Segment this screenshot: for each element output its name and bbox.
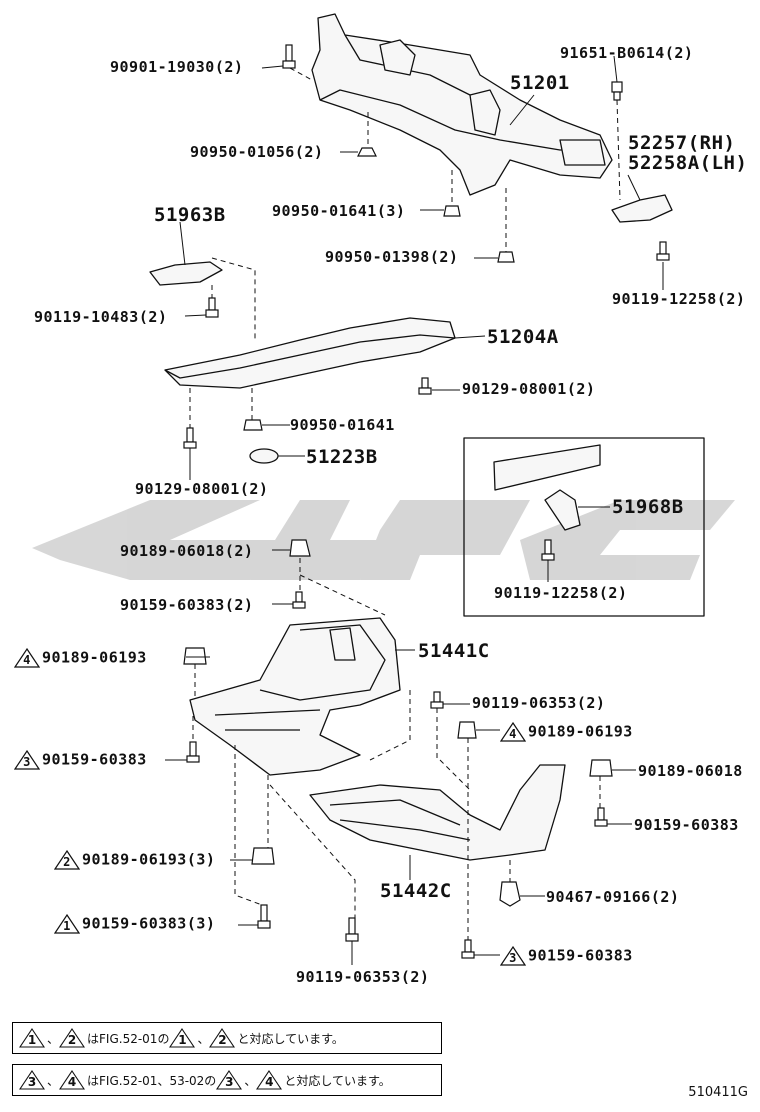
part-label-90950-01641-3: 90950-01641(3)	[272, 202, 406, 220]
part-label-90950-01056: 90950-01056(2)	[190, 143, 324, 161]
part-label-90189-06018-2: 90189-06018(2)	[120, 542, 254, 560]
mark-triangle-icon: 4	[256, 1070, 283, 1090]
part-label-52258a: 52258A(LH)	[628, 152, 748, 174]
mark-triangle-icon: 3	[19, 1070, 45, 1090]
part-label-90159-60383-2: 90159-60383(2)	[120, 596, 254, 614]
part-label-90950-01641: 90950-01641	[290, 416, 395, 434]
part-label-52257: 52257(RH)	[628, 132, 736, 154]
mark-triangle-icon: 1	[169, 1028, 196, 1048]
part-label-90119-12258-inset: 90119-12258(2)	[494, 584, 628, 602]
mark-triangle-icon: 2	[209, 1028, 236, 1048]
member-51204a	[164, 317, 456, 389]
part-label-90119-10483: 90119-10483(2)	[34, 308, 168, 326]
part-label-90119-12258-top: 90119-12258(2)	[612, 290, 746, 308]
part-label-90129-08001-right: 90129-08001(2)	[462, 380, 596, 398]
cover-51442c	[309, 764, 566, 861]
crossmember-51201	[311, 13, 613, 196]
part-label-51968b: 51968B	[612, 496, 684, 518]
clip-51968b	[544, 489, 581, 531]
alignment-guides	[189, 67, 621, 940]
mark-triangle-icon: 2	[54, 850, 80, 870]
part-label-90129-08001-left: 90129-08001(2)	[135, 480, 269, 498]
mark-triangle-icon: 4	[500, 722, 526, 742]
part-label-91651-b0614: 91651-B0614(2)	[560, 44, 694, 62]
cover-51441c	[189, 617, 401, 776]
watermark	[32, 500, 735, 580]
mark-triangle-icon: 3	[216, 1070, 243, 1090]
mark-triangle-icon: 4	[14, 648, 40, 668]
inset-frame	[463, 437, 705, 617]
pad-51223b	[249, 448, 279, 464]
mark-triangle-icon: 3	[500, 946, 526, 966]
leader-lines	[165, 55, 664, 965]
fasteners	[183, 44, 670, 959]
mark-triangle-icon: 1	[19, 1028, 45, 1048]
part-label-90901-19030: 90901-19030(2)	[110, 58, 244, 76]
part-label-90950-01398: 90950-01398(2)	[325, 248, 459, 266]
bracket-51963b	[149, 261, 223, 286]
part-label-90189-06018: 90189-06018	[638, 762, 743, 780]
figure-code: 510411G	[688, 1085, 748, 1100]
part-label-90119-06353-bottom: 90119-06353(2)	[296, 968, 430, 986]
part-label-51441c: 51441C	[418, 640, 490, 662]
part-label-90159-60383-right: 90159-60383	[634, 816, 739, 834]
part-label-51204a: 51204A	[487, 326, 559, 348]
mark-triangle-icon: 1	[54, 914, 80, 934]
mark-triangle-icon: 3	[14, 750, 40, 770]
part-label-90467-09166: 90467-09166(2)	[546, 888, 680, 906]
inset-rail	[493, 444, 601, 491]
mark-triangle-icon: 4	[59, 1070, 86, 1090]
mark-triangle-icon: 2	[59, 1028, 86, 1048]
part-label-51223b: 51223B	[306, 446, 378, 468]
part-label-90119-06353-right: 90119-06353(2)	[472, 694, 606, 712]
part-label-51442c: 51442C	[380, 880, 452, 902]
part-label-51201: 51201	[510, 72, 570, 94]
bracket-52257	[611, 194, 673, 223]
part-label-51963b: 51963B	[154, 204, 226, 226]
